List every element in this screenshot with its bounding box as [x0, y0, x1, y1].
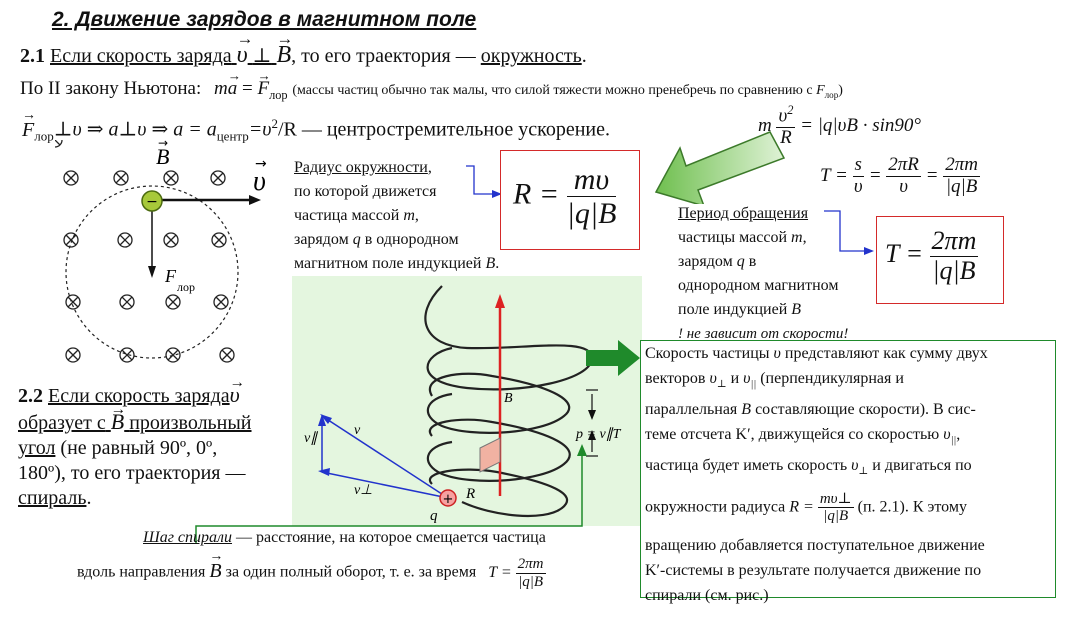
- newton-note: (массы частиц обычно так малы, что силой…: [292, 83, 843, 100]
- radius-formula-box: R = mυ|q|B: [500, 150, 640, 250]
- radius-connector: [466, 165, 502, 198]
- s21-circle-word: окружность: [480, 45, 582, 67]
- svg-text:−: −: [146, 194, 158, 210]
- velocity-explanation-box: Скорость частицы υ представляют как сумм…: [640, 340, 1056, 604]
- svg-text:v: v: [354, 423, 361, 438]
- s22-text: 2.2 Если скорость зарядаυ образует с B п…: [18, 370, 252, 511]
- svg-text:→: →: [255, 156, 267, 172]
- newton-label: По II закону Ньютона:: [20, 78, 202, 99]
- radius-formula: R = mυ|q|B: [513, 163, 617, 230]
- svg-text:→: →: [158, 140, 168, 150]
- pitch-line2: вдоль направления B за один полный оборо…: [77, 549, 546, 590]
- period-formula: T = 2πm|q|B: [885, 226, 979, 285]
- period-note: ! не зависит от скорости!: [678, 326, 849, 342]
- svg-text:R: R: [465, 486, 475, 502]
- s21-number: 2.1: [20, 45, 45, 67]
- green-arrow-icon: [654, 131, 786, 204]
- radius-description: Радиус окружности, по которой движется ч…: [294, 159, 500, 272]
- svg-text:υ: υ: [253, 166, 266, 197]
- svg-text:+: +: [443, 492, 454, 507]
- svg-text:q: q: [430, 508, 438, 524]
- svg-text:B: B: [504, 391, 513, 406]
- section-title: 2. Движение зарядов в магнитном поле: [52, 8, 477, 31]
- centripetal-line: Fлор⊥υ ⇒ a⊥υ ⇒ a = aцентр=υ2/R — центрос…: [22, 108, 610, 145]
- charge-icon: [141, 190, 163, 212]
- svg-text:B: B: [156, 144, 169, 169]
- circle-motion-figure: − B → υ → F лор: [55, 140, 267, 363]
- svg-text:v⊥: v⊥: [354, 483, 372, 498]
- s21-line: 2.1 Если скорость заряда υ ⊥ B, то его т…: [20, 29, 587, 69]
- pitch-line1: Шаг спирали — расстояние, на которое сме…: [143, 529, 546, 546]
- period-connector: [824, 210, 874, 255]
- charge-icon: [439, 489, 457, 507]
- svg-text:p = v∥T: p = v∥T: [575, 427, 622, 442]
- svg-text:v∥: v∥: [304, 431, 318, 446]
- svg-text:F: F: [164, 266, 177, 286]
- helix-figure: B v v∥ v⊥ + R q p = v∥T: [292, 276, 642, 526]
- right-arrow-icon: [586, 340, 640, 376]
- s21-text: Если скорость заряда υ ⊥ B: [50, 29, 291, 68]
- newton-line: По II закону Ньютона: ma = Fлор (массы ч…: [20, 68, 843, 103]
- period-description: Период обращения частицы массой m, заряд…: [678, 202, 848, 346]
- svg-text:лор: лор: [177, 280, 195, 294]
- pitch-connector: [195, 444, 587, 544]
- period-formula-box: T = 2πm|q|B: [876, 216, 1004, 304]
- field-crosses: [55, 140, 63, 148]
